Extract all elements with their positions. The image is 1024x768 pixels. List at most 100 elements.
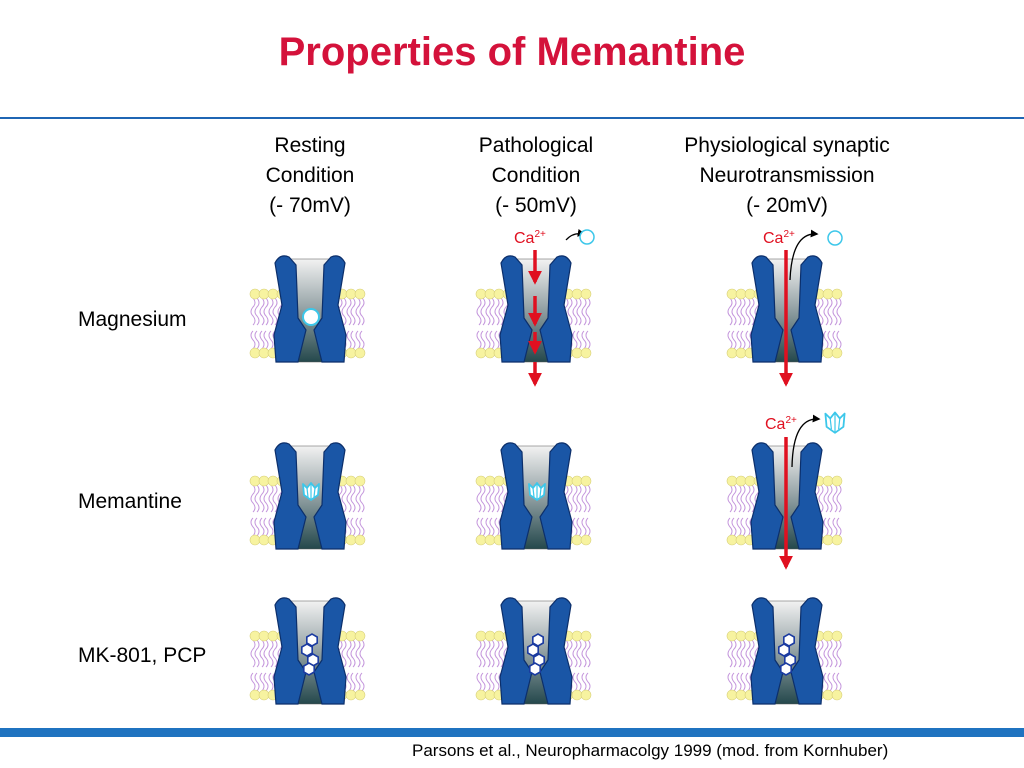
lipid-head (249, 288, 261, 300)
lipid-head (831, 475, 843, 487)
column-header-line: Condition (491, 164, 581, 187)
lipid-tail (480, 517, 486, 537)
lipid-head (831, 347, 843, 359)
lipid-tail (250, 672, 256, 692)
calcium-ion-label: Ca2+ (763, 229, 795, 247)
lipid-tail (836, 330, 842, 350)
lipid-tail (480, 484, 486, 513)
lipid-head (267, 630, 279, 642)
lipid-head (571, 347, 583, 359)
lipid-tail (494, 672, 500, 692)
lipid-tail (567, 297, 573, 326)
channel-subunit-right (790, 255, 824, 363)
channel-subunit-right (539, 442, 573, 550)
lipid-tail (494, 297, 500, 326)
lipid-tail (727, 330, 733, 350)
lipid-head (484, 689, 496, 701)
calcium-ion-charge: 2+ (785, 415, 797, 426)
lipid-tail (485, 330, 491, 350)
lipid-head (345, 347, 357, 359)
lipid-tail (576, 297, 582, 326)
lipid-tail (259, 330, 265, 350)
lipid-tail (346, 672, 352, 692)
lipid-tail (259, 672, 265, 692)
lipid-head (744, 475, 756, 487)
lipid-tail (827, 672, 833, 692)
lipid-tail (480, 639, 486, 668)
lipid-head (726, 630, 738, 642)
lipid-tail (350, 517, 356, 537)
lipid-tail (489, 517, 495, 537)
lipid-tail (476, 639, 482, 668)
lipid-tail (254, 639, 260, 668)
lipid-tail (480, 330, 486, 350)
lipid-tail (359, 330, 365, 350)
lipid-tail (355, 517, 361, 537)
lipid-head (580, 534, 592, 546)
lipid-tail (572, 517, 578, 537)
memantine-bond (532, 483, 542, 500)
lipid-head (484, 288, 496, 300)
lipid-head (484, 475, 496, 487)
lipid-head (822, 288, 834, 300)
channel-subunit-right (790, 442, 824, 550)
lipid-tail (263, 297, 269, 326)
lipid-tail (485, 297, 491, 326)
lipid-tail (355, 484, 361, 513)
lipid-tail (268, 330, 274, 350)
lipid-head (475, 534, 487, 546)
lipid-tail (346, 484, 352, 513)
lipid-head (571, 689, 583, 701)
lipid-tail (350, 297, 356, 326)
lipid-tail (476, 484, 482, 513)
ion-exit-arrow (791, 414, 821, 468)
lipid-tail (727, 517, 733, 537)
column-header-line: (- 20mV) (746, 194, 828, 217)
lipid-head (493, 288, 505, 300)
channel-subunit-left (499, 255, 533, 363)
column-header-line: Condition (265, 164, 355, 187)
ion-exit-arrow (789, 229, 819, 281)
channel-cell: Ca2+ (726, 229, 843, 387)
lipid-tail (572, 639, 578, 668)
lipid-tail (731, 297, 737, 326)
lipid-head (258, 288, 270, 300)
lipid-tail (745, 330, 751, 350)
lipid-tail (259, 639, 265, 668)
lipid-tail (823, 639, 829, 668)
lipid-head (822, 475, 834, 487)
lipid-head (475, 347, 487, 359)
lipid-tail (572, 672, 578, 692)
lipid-tail (731, 517, 737, 537)
lipid-tail (827, 484, 833, 513)
lipid-tail (832, 517, 838, 537)
lipid-head (493, 475, 505, 487)
lipid-tail (268, 639, 274, 668)
column-header-physiological: Physiological synaptic Neurotransmission… (684, 131, 889, 221)
lipid-tail (745, 517, 751, 537)
lipid-tail (736, 517, 742, 537)
lipid-tail (254, 517, 260, 537)
column-header-line: Physiological synaptic (684, 134, 890, 157)
channel-cell (249, 597, 366, 705)
lipid-tail (836, 639, 842, 668)
lipid-head (354, 534, 366, 546)
lipid-head (354, 288, 366, 300)
lipid-tail (341, 639, 347, 668)
lipid-tail (827, 330, 833, 350)
lipid-head (831, 534, 843, 546)
lipid-tail (727, 484, 733, 513)
lipid-tail (480, 672, 486, 692)
lipid-tail (476, 517, 482, 537)
lipid-tail (254, 330, 260, 350)
channel-subunit-left (750, 255, 784, 363)
lipid-tail (350, 639, 356, 668)
lipid-tail (572, 484, 578, 513)
lipid-tail (745, 672, 751, 692)
magnesium-ion-icon (302, 308, 320, 326)
lipid-tail (576, 672, 582, 692)
lipid-head (580, 630, 592, 642)
lipid-tail (250, 297, 256, 326)
lipid-head (258, 689, 270, 701)
lipid-tail (259, 297, 265, 326)
